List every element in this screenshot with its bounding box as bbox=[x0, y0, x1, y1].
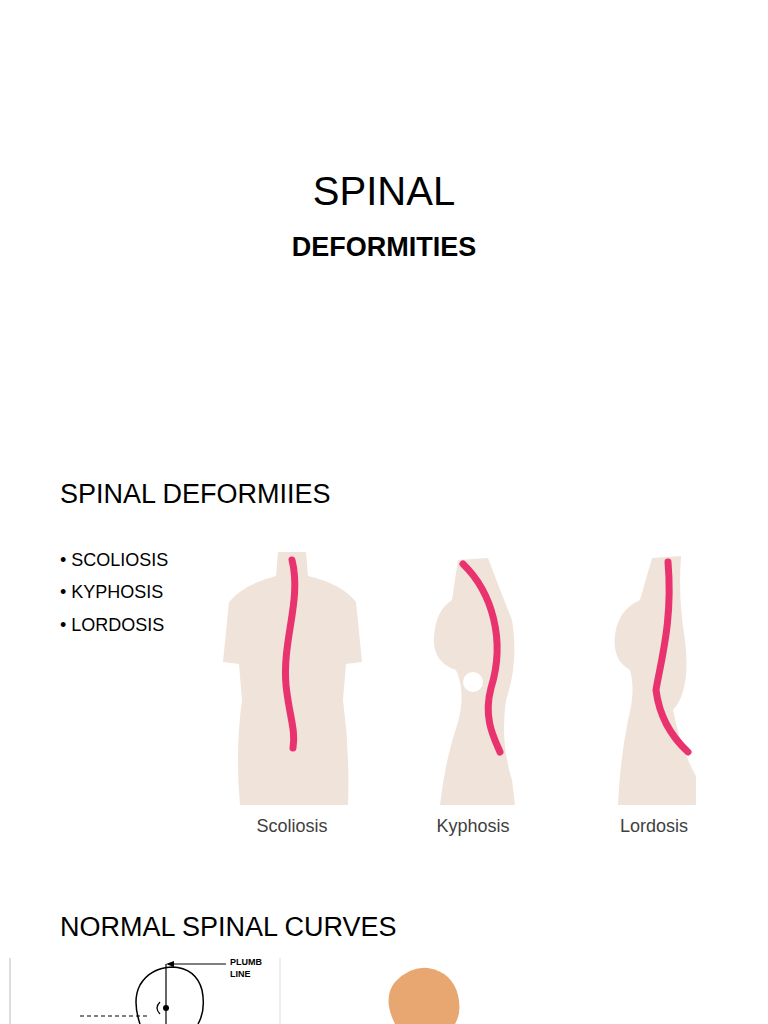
leader-line bbox=[168, 964, 226, 965]
head-outline bbox=[136, 967, 203, 1024]
subtitle: DEFORMITIES bbox=[292, 232, 477, 263]
leader-arrow bbox=[166, 961, 174, 967]
section-heading: SPINAL DEFORMIIES bbox=[60, 479, 331, 510]
ear-outline bbox=[157, 1002, 160, 1014]
bullet-item: • LORDOSIS bbox=[60, 615, 164, 636]
section-heading: NORMAL SPINAL CURVES bbox=[60, 912, 397, 943]
spine-curve bbox=[463, 564, 500, 752]
callout-label: PLUMB LINE bbox=[230, 957, 264, 980]
marker-dot bbox=[463, 672, 483, 692]
figure-caption: Lordosis bbox=[620, 816, 688, 837]
side-silhouette bbox=[615, 556, 696, 805]
plumb-point bbox=[163, 1005, 169, 1011]
figure-caption: Scoliosis bbox=[256, 816, 327, 837]
leader-line bbox=[80, 1016, 150, 1017]
head-figure bbox=[389, 968, 460, 1024]
plumb-line bbox=[165, 964, 166, 1024]
back-silhouette bbox=[223, 552, 362, 805]
frame-edge bbox=[280, 958, 281, 1024]
spine-curve bbox=[285, 560, 294, 748]
bullet-item: • KYPHOSIS bbox=[60, 582, 163, 603]
page-title: SPINAL bbox=[313, 168, 455, 214]
side-silhouette bbox=[434, 558, 515, 805]
bullet-item: • SCOLIOSIS bbox=[60, 550, 168, 571]
spine-curve bbox=[656, 562, 688, 752]
figure-caption: Kyphosis bbox=[436, 816, 509, 837]
frame-edge bbox=[10, 958, 11, 1024]
